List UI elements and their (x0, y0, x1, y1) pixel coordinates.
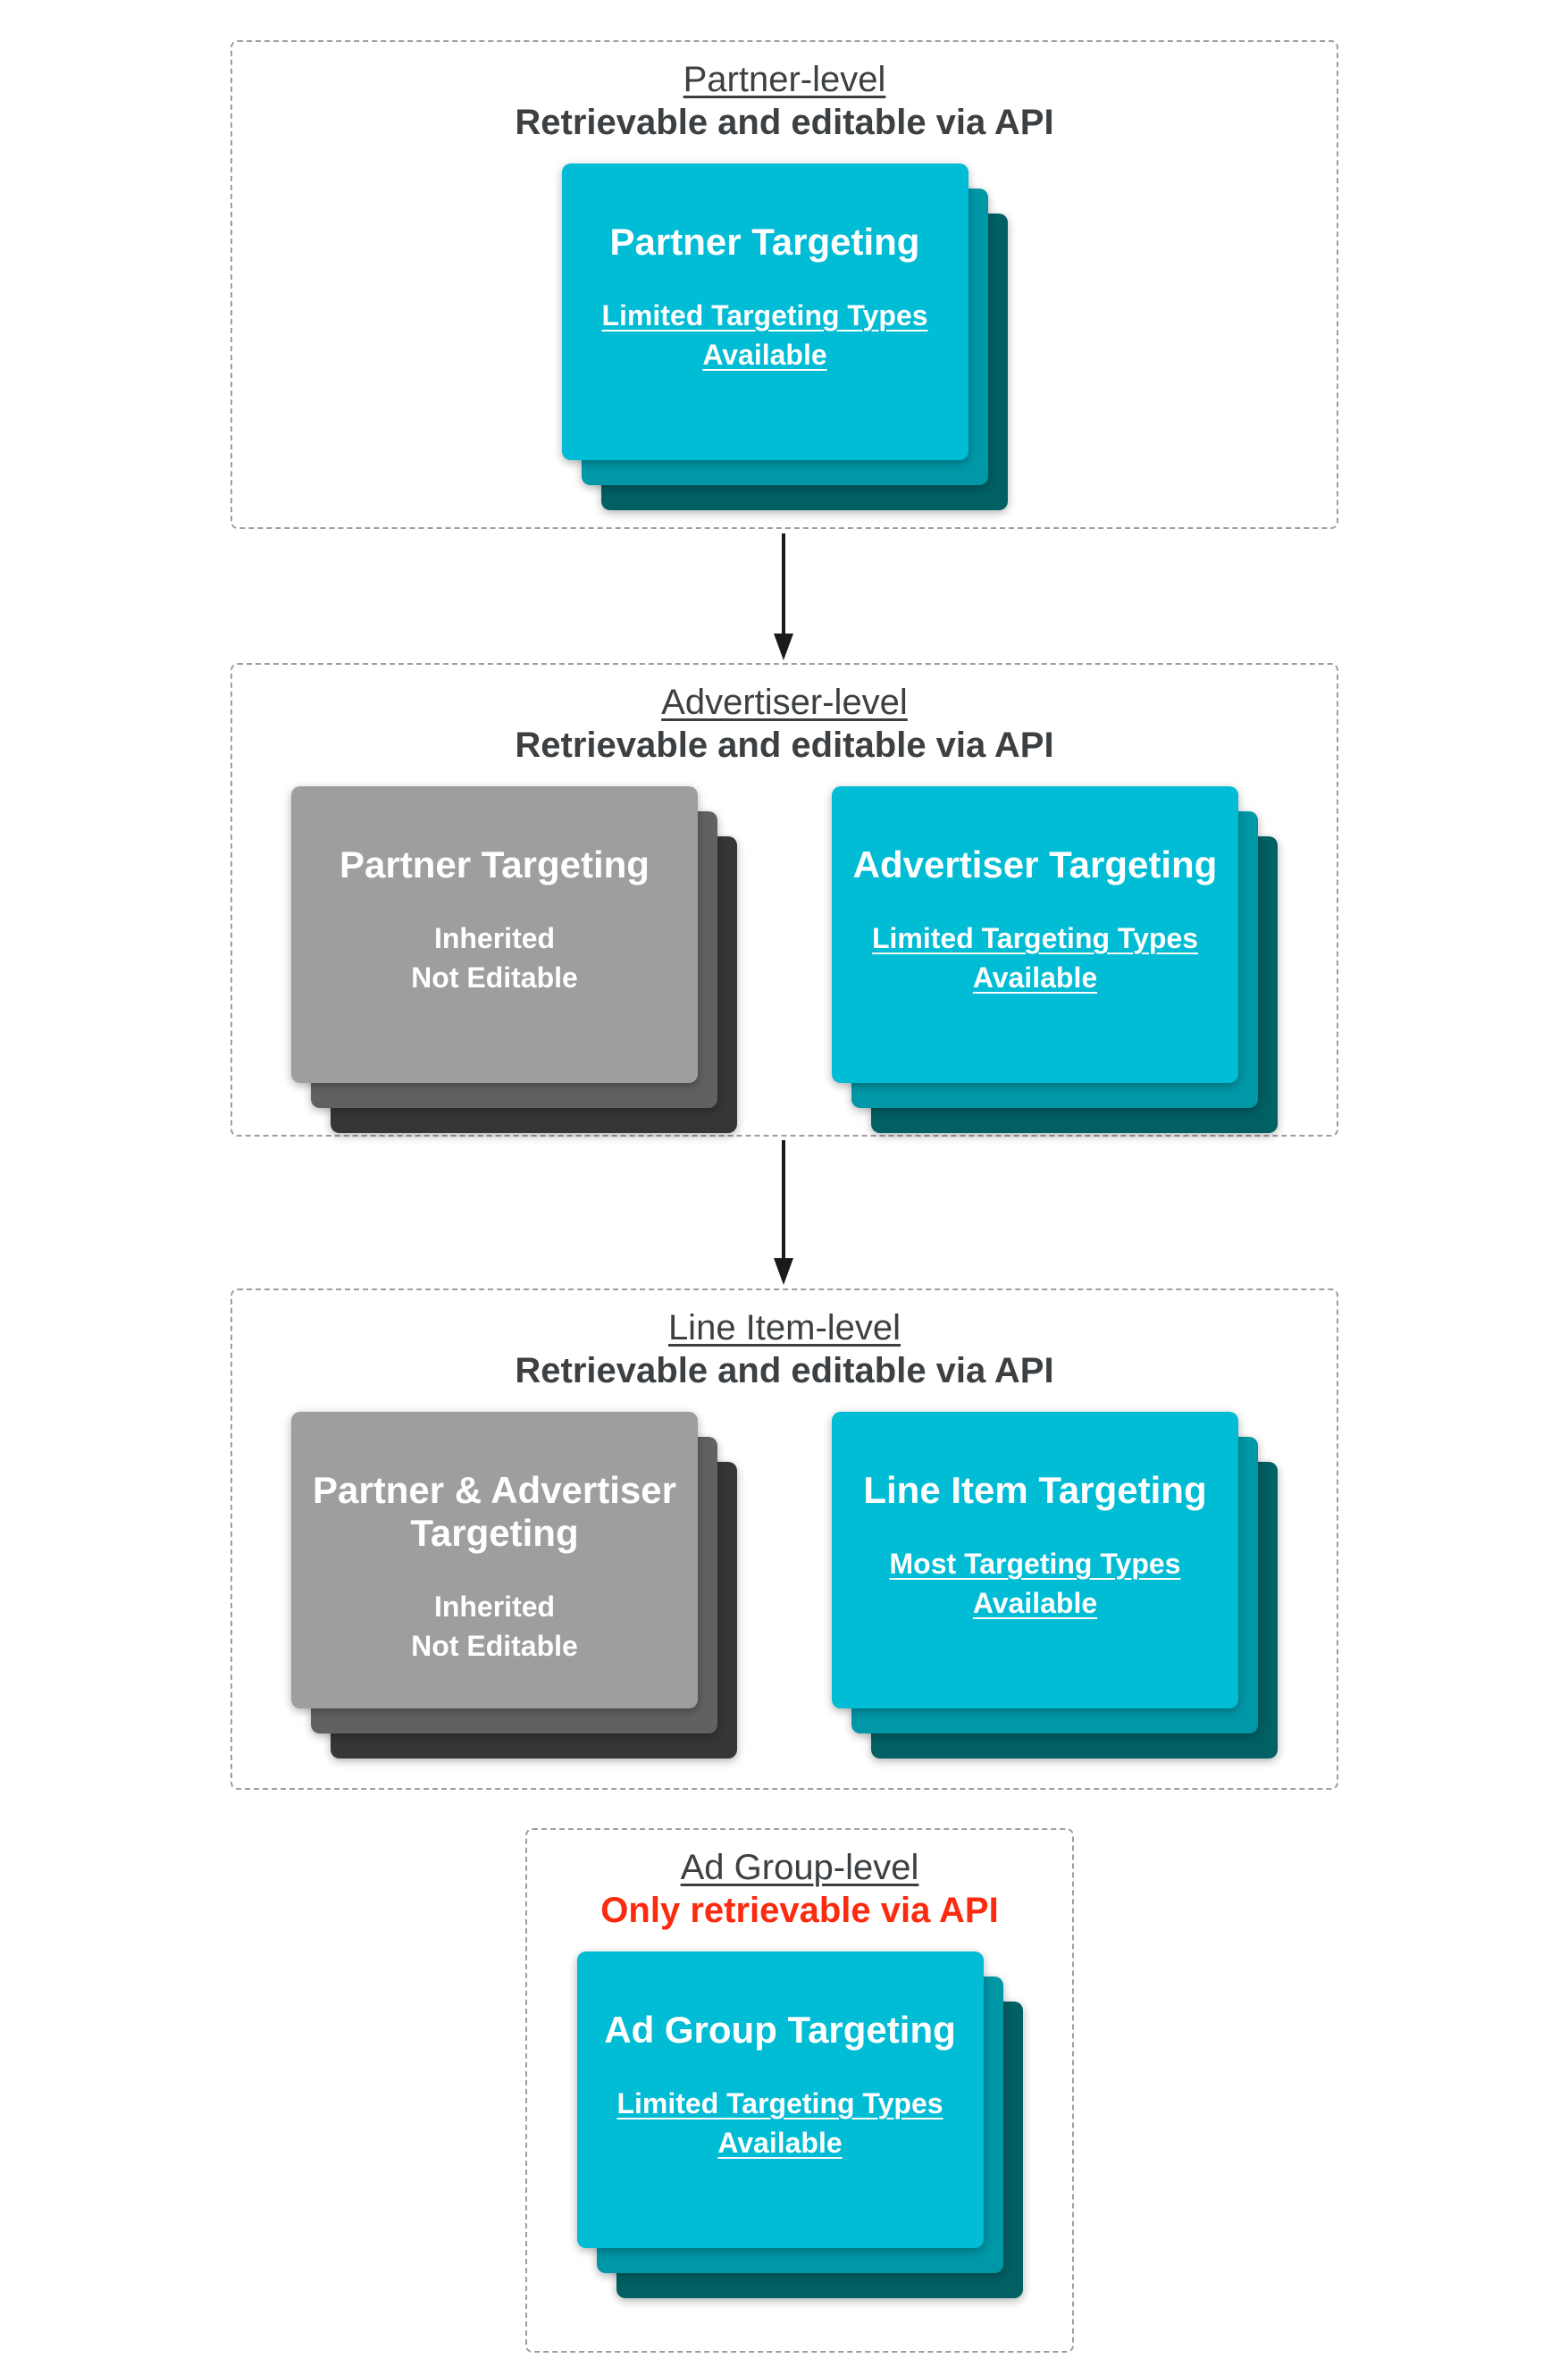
section-subtitle: Retrievable and editable via API (515, 103, 1054, 142)
card-title: Advertiser Targeting (852, 844, 1218, 886)
section-title: Ad Group-level (680, 1848, 919, 1887)
card-subtitle: Most Targeting Types Available (889, 1548, 1181, 1619)
advertiser-targeting-card-stack: Advertiser Targeting Limited Targeting T… (832, 786, 1278, 1133)
cards-row: Partner Targeting Inherited Not Editable… (232, 786, 1337, 1133)
ad-group-level-section: Ad Group-level Only retrievable via API … (525, 1828, 1074, 2353)
card-layer-front: Partner Targeting Inherited Not Editable (291, 786, 698, 1083)
advertiser-level-section: Advertiser-level Retrievable and editabl… (231, 663, 1338, 1137)
card-body-line: Inherited (433, 1591, 556, 1623)
cards-row: Partner Targeting Limited Targeting Type… (232, 164, 1337, 510)
section-subtitle: Only retrievable via API (600, 1891, 999, 1930)
arrow-head (774, 1258, 793, 1285)
card-subtitle: Limited Targeting Types Available (871, 922, 1199, 994)
card-title: Partner & Advertiser Targeting (313, 1469, 676, 1554)
card-title: Ad Group Targeting (604, 2009, 956, 2051)
section-subtitle: Retrievable and editable via API (515, 1351, 1054, 1390)
card-body-line: Inherited (433, 922, 556, 954)
arrow-down-icon (774, 1140, 793, 1285)
inherited-partner-advertiser-targeting-card-stack: Partner & Advertiser Targeting Inherited… (291, 1412, 737, 1758)
card-layer-front: Line Item Targeting Most Targeting Types… (832, 1412, 1238, 1708)
card-layer-front: Partner & Advertiser Targeting Inherited… (291, 1412, 698, 1708)
partner-targeting-card-stack: Partner Targeting Limited Targeting Type… (561, 164, 1008, 510)
card-body: Inherited Not Editable (306, 919, 683, 997)
card-subtitle: Limited Targeting Types Available (616, 2087, 943, 2159)
card-title: Line Item Targeting (863, 1469, 1207, 1511)
card-layer-front: Partner Targeting Limited Targeting Type… (561, 164, 968, 460)
line-item-targeting-card-stack: Line Item Targeting Most Targeting Types… (832, 1412, 1278, 1758)
card-body: Inherited Not Editable (306, 1587, 683, 1666)
card-title: Partner Targeting (340, 844, 650, 886)
cards-row: Partner & Advertiser Targeting Inherited… (232, 1412, 1337, 1758)
inherited-partner-targeting-card-stack: Partner Targeting Inherited Not Editable (291, 786, 737, 1133)
arrow-head (774, 634, 793, 660)
section-title: Partner-level (683, 60, 886, 99)
arrow-shaft (782, 533, 785, 634)
arrow-down-icon (774, 533, 793, 660)
card-body-line: Not Editable (411, 1630, 578, 1662)
cards-row: Ad Group Targeting Limited Targeting Typ… (527, 1952, 1072, 2298)
card-body-line: Not Editable (411, 961, 578, 994)
card-subtitle: Limited Targeting Types Available (601, 299, 928, 371)
arrow-shaft (782, 1140, 785, 1258)
ad-group-targeting-card-stack: Ad Group Targeting Limited Targeting Typ… (576, 1952, 1023, 2298)
card-layer-front: Ad Group Targeting Limited Targeting Typ… (576, 1952, 984, 2248)
card-title: Partner Targeting (609, 221, 920, 263)
section-title: Line Item-level (667, 1308, 901, 1347)
partner-level-section: Partner-level Retrievable and editable v… (231, 40, 1338, 529)
line-item-level-section: Line Item-level Retrievable and editable… (231, 1288, 1338, 1790)
section-title: Advertiser-level (661, 683, 908, 722)
section-subtitle: Retrievable and editable via API (515, 726, 1054, 765)
card-layer-front: Advertiser Targeting Limited Targeting T… (832, 786, 1238, 1083)
